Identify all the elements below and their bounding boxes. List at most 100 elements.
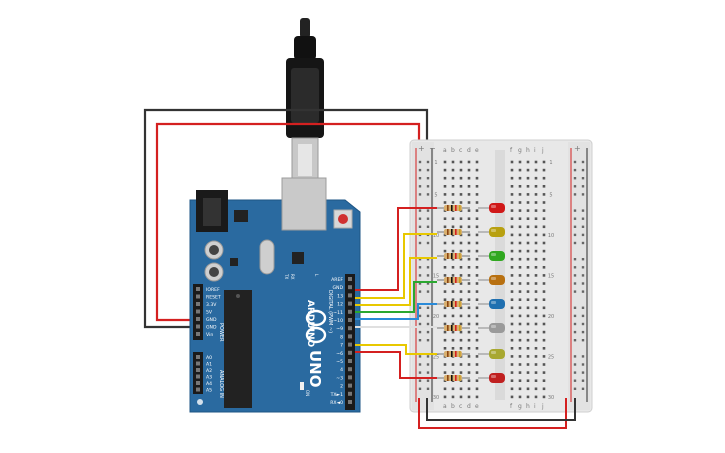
- resistor[interactable]: [437, 375, 470, 381]
- col-label: c: [459, 147, 462, 154]
- rail-minus-left: −: [429, 144, 436, 153]
- pin-label: 3.3V: [206, 302, 217, 308]
- signal-wires[interactable]: [355, 207, 576, 429]
- rail-plus-right: +: [574, 144, 581, 153]
- led-yellow-1[interactable]: [478, 227, 505, 237]
- atmega-chip: [224, 290, 252, 408]
- wire-pin-12[interactable]: [355, 233, 437, 299]
- col-label: d: [467, 403, 471, 410]
- led-red-2[interactable]: [478, 373, 505, 383]
- row-label: 5: [549, 192, 552, 198]
- row-label: 30: [548, 395, 554, 401]
- pin-label: 12: [337, 302, 343, 308]
- led-green[interactable]: [478, 251, 505, 261]
- pin-label: RX◄0: [330, 400, 343, 406]
- resistor[interactable]: [437, 301, 470, 307]
- row-label: 15: [548, 273, 554, 279]
- pin-label: TX►1: [330, 392, 343, 398]
- pin-label: IOREF: [206, 287, 220, 293]
- pin-label: Vin: [206, 332, 213, 338]
- col-label: b: [451, 147, 455, 154]
- pin-label: 2: [340, 384, 343, 390]
- wire-pin-6[interactable]: [355, 351, 437, 379]
- pin-label: A3: [206, 375, 212, 381]
- pin-label: A1: [206, 362, 212, 368]
- col-label: e: [475, 403, 479, 410]
- col-label: a: [443, 403, 447, 410]
- rail-plus-left: +: [418, 144, 425, 153]
- led-yellow-2[interactable]: [478, 349, 505, 359]
- wire-pin-10[interactable]: [355, 281, 437, 313]
- col-label: c: [459, 403, 462, 410]
- pin-label: 13: [337, 293, 343, 299]
- col-label: i: [534, 147, 536, 154]
- pin-label: ~3: [336, 375, 343, 381]
- power-header-label: POWER: [218, 323, 224, 342]
- col-label: h: [526, 403, 530, 410]
- pin-label: 8: [340, 334, 343, 340]
- resistor[interactable]: [437, 205, 470, 211]
- resistor[interactable]: [437, 277, 470, 283]
- col-label: e: [475, 147, 479, 154]
- arduino-logo: [305, 309, 327, 344]
- row-label: 30: [433, 395, 439, 401]
- digital-header-label: DIGITAL (PWM ~): [327, 290, 333, 333]
- wire-gnd[interactable]: [143, 108, 429, 329]
- wire-pin-11[interactable]: [355, 257, 437, 306]
- pin-label: A4: [206, 381, 212, 387]
- wire-pin-13[interactable]: [355, 207, 437, 291]
- model-text: UNO: [306, 350, 324, 388]
- col-label: b: [451, 403, 455, 410]
- wire-rail-minus-bridge[interactable]: [426, 398, 576, 421]
- pin-label: ~6: [336, 351, 343, 357]
- tx-label: TX: [284, 273, 289, 279]
- led-blue[interactable]: [478, 299, 505, 309]
- pin-label: GND: [206, 325, 217, 331]
- resistor[interactable]: [437, 351, 470, 357]
- row-label: 10: [433, 233, 439, 239]
- col-label: h: [526, 147, 530, 154]
- led-resistor-array: [437, 203, 505, 383]
- pin-label: AREF: [331, 277, 343, 283]
- col-label: i: [534, 403, 536, 410]
- arduino-board[interactable]: ARDUINO UNO DIGITAL (PWM ~) POWER ANALOG…: [189, 177, 361, 413]
- pin-label: 7: [340, 343, 343, 349]
- digital-header: [345, 274, 355, 410]
- rx-label: RX: [290, 274, 295, 280]
- usb-cable[interactable]: [286, 18, 324, 183]
- pin-label: ~5: [336, 359, 343, 365]
- led-red-1[interactable]: [478, 203, 505, 213]
- brand-text: ARDUINO: [305, 300, 315, 348]
- led-white[interactable]: [478, 323, 505, 333]
- row-label: 5: [434, 192, 437, 198]
- row-label: 20: [548, 314, 554, 320]
- pin-label: A0: [206, 355, 212, 361]
- resistor[interactable]: [437, 229, 470, 235]
- analog-header-label: ANALOG IN: [218, 370, 224, 398]
- col-label: a: [443, 147, 447, 154]
- pin-label: 5V: [206, 310, 213, 316]
- resistor[interactable]: [437, 253, 470, 259]
- wire-5v[interactable]: [155, 122, 421, 322]
- usb-port: [281, 177, 327, 231]
- pin-label: A2: [206, 368, 212, 374]
- resistor[interactable]: [437, 325, 470, 331]
- wire-pin-9[interactable]: [355, 303, 437, 320]
- pin-label: ~9: [336, 326, 343, 332]
- wire-rail-plus-bridge[interactable]: [418, 398, 567, 429]
- col-label: f: [510, 403, 513, 410]
- col-label: d: [467, 147, 471, 154]
- wire-pin-7[interactable]: [355, 344, 437, 355]
- on-label: ON: [305, 390, 310, 396]
- row-label: 1: [549, 160, 552, 166]
- led-orange[interactable]: [478, 275, 505, 285]
- pin-label: GND: [206, 317, 217, 323]
- col-label: g: [518, 147, 522, 154]
- col-label: f: [510, 147, 513, 154]
